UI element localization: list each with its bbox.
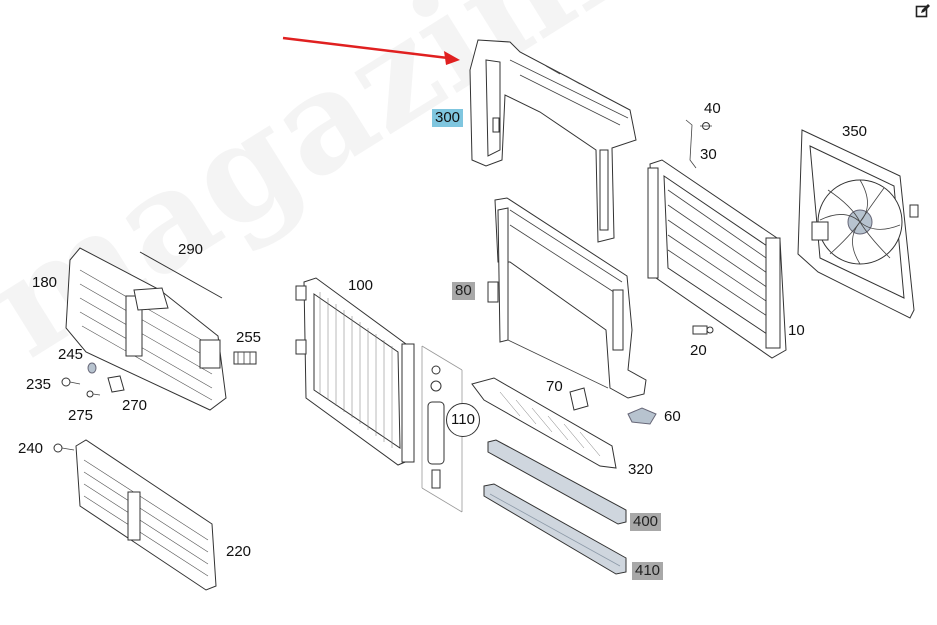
- label-part-255[interactable]: 255: [236, 329, 262, 346]
- pointer-arrow-icon: [282, 36, 460, 65]
- label-part-245[interactable]: 245: [58, 346, 84, 363]
- label-part-350[interactable]: 350: [842, 123, 868, 140]
- label-part-110[interactable]: 110: [446, 403, 480, 437]
- part-410-seal-strip[interactable]: [483, 483, 627, 575]
- part-100-condenser[interactable]: [295, 277, 415, 466]
- label-part-40[interactable]: 40: [704, 100, 721, 117]
- part-70-clip[interactable]: [569, 387, 589, 411]
- part-245-washer[interactable]: [87, 362, 97, 374]
- label-part-220[interactable]: 220: [226, 543, 252, 560]
- part-240-screw[interactable]: [53, 443, 75, 453]
- part-20-sensor[interactable]: [692, 325, 714, 335]
- label-part-80[interactable]: 80: [452, 282, 475, 300]
- part-300-shroud-frame[interactable]: [469, 39, 637, 243]
- part-10-radiator[interactable]: [647, 159, 787, 359]
- part-290-leader-line: [139, 251, 223, 299]
- label-part-290[interactable]: 290: [178, 241, 204, 258]
- part-220-lower-grille[interactable]: [75, 439, 217, 591]
- part-30-bracket[interactable]: [685, 119, 697, 169]
- label-part-270[interactable]: 270: [122, 397, 148, 414]
- part-320-air-guide[interactable]: [471, 377, 617, 469]
- label-part-10[interactable]: 10: [788, 322, 805, 339]
- label-part-235[interactable]: 235: [26, 376, 52, 393]
- part-110-receiver-dryer[interactable]: [421, 345, 463, 513]
- label-part-70[interactable]: 70: [546, 378, 563, 395]
- part-60-sensor-clip[interactable]: [627, 407, 657, 425]
- label-part-20[interactable]: 20: [690, 342, 707, 359]
- part-180-upper-grille[interactable]: [65, 247, 227, 411]
- part-235-screw[interactable]: [61, 377, 81, 387]
- edit-icon[interactable]: [915, 3, 931, 19]
- part-275-screw[interactable]: [86, 390, 101, 398]
- label-part-400[interactable]: 400: [630, 513, 662, 531]
- label-part-100[interactable]: 100: [348, 277, 374, 294]
- label-part-240[interactable]: 240: [18, 440, 44, 457]
- label-part-30[interactable]: 30: [700, 146, 717, 163]
- label-part-410[interactable]: 410: [632, 562, 664, 580]
- part-40-screw[interactable]: [700, 122, 712, 130]
- label-part-275[interactable]: 275: [68, 407, 94, 424]
- label-part-320[interactable]: 320: [628, 461, 654, 478]
- part-270-clip[interactable]: [107, 375, 125, 393]
- part-80-radiator-frame[interactable]: [487, 197, 647, 399]
- part-350-fan[interactable]: [797, 129, 919, 319]
- label-part-180[interactable]: 180: [32, 274, 58, 291]
- part-400-seal-strip[interactable]: [487, 439, 627, 525]
- label-part-300[interactable]: 300: [432, 109, 464, 127]
- label-part-60[interactable]: 60: [664, 408, 681, 425]
- part-255-bracket[interactable]: [233, 351, 257, 365]
